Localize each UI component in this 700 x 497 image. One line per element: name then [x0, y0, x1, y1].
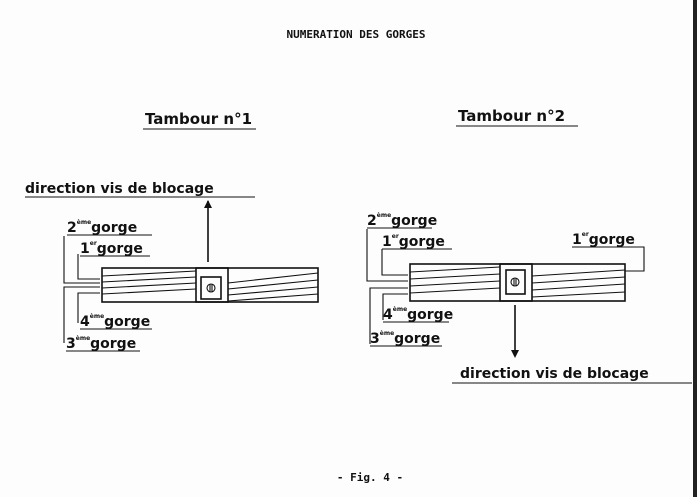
groove-label-1: 1ergorge — [80, 240, 143, 257]
groove-label-4: 4èmegorge — [383, 306, 453, 323]
drum-1-title: Tambour n°1 — [145, 110, 252, 128]
locking-screw — [505, 269, 526, 295]
drum-1-direction-label: direction vis de blocage — [25, 181, 214, 197]
groove-label-1-right: 1ergorge — [572, 231, 635, 248]
locking-screw — [200, 276, 222, 300]
figure-caption: - Fig. 4 - — [337, 471, 403, 484]
groove-label-1: 1ergorge — [382, 233, 445, 250]
scan-edge — [693, 0, 697, 497]
drum-2: Tambour n°2 2èmegorge 1ergorge 1ergorge … — [366, 107, 692, 384]
drum-2-title: Tambour n°2 — [458, 107, 565, 125]
groove-label-2: 2èmegorge — [367, 212, 437, 229]
groove-label-3: 3èmegorge — [370, 330, 440, 347]
groove-label-2: 2èmegorge — [67, 219, 137, 236]
groove-label-4: 4èmegorge — [80, 313, 150, 330]
drum-2-direction-label: direction vis de blocage — [460, 366, 649, 382]
drum-1: Tambour n°1 direction vis de blocage 2èm… — [25, 110, 319, 352]
page-title: NUMERATION DES GORGES — [286, 28, 425, 41]
groove-label-3: 3èmegorge — [66, 335, 136, 352]
